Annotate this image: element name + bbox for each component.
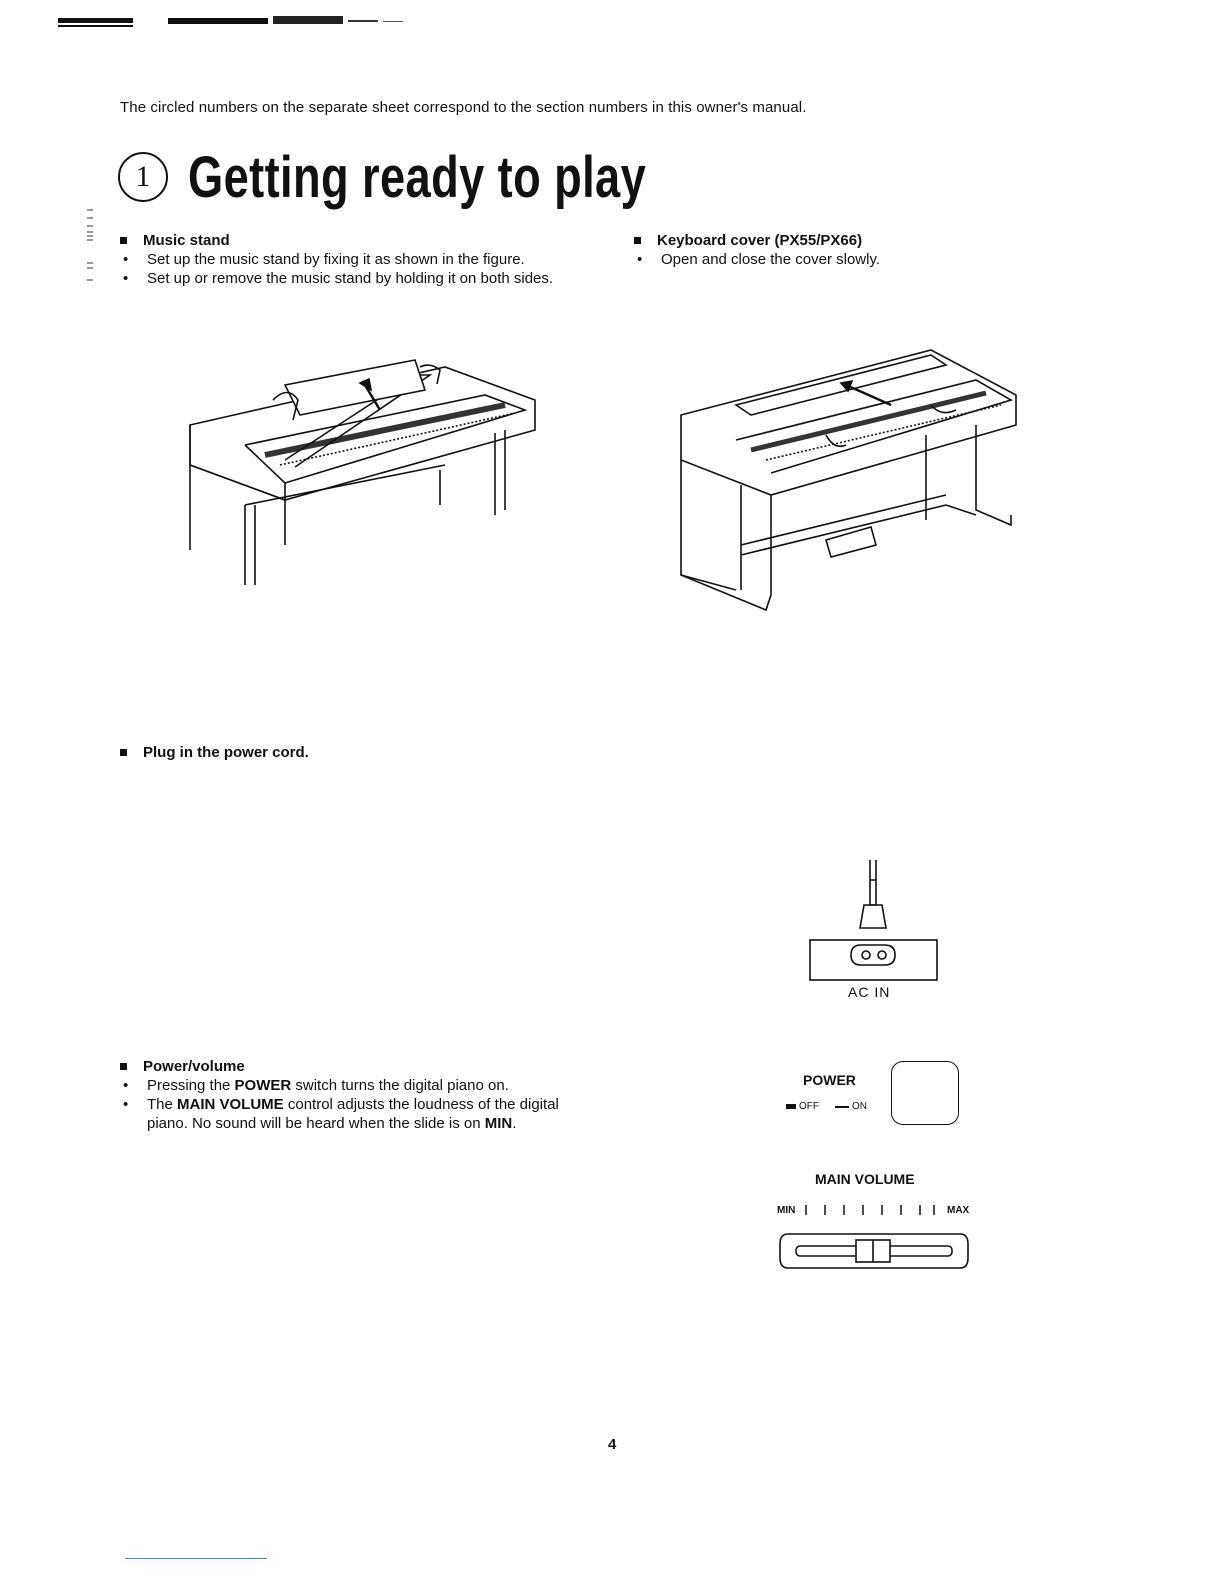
music-stand-section: Music stand • Set up the music stand by … — [120, 231, 600, 288]
volume-min-label: MIN — [777, 1205, 796, 1216]
section-title-text: Getting ready to play — [188, 144, 647, 210]
main-volume-label: MAIN VOLUME — [815, 1171, 915, 1187]
list-item: • Set up or remove the music stand by ho… — [123, 270, 554, 287]
square-bullet-icon — [120, 749, 127, 756]
power-volume-section: Power/volume • Pressing the POWER switch… — [120, 1057, 595, 1133]
header-scan-bar — [58, 14, 403, 28]
section-number: 1 — [118, 152, 168, 202]
volume-scale — [800, 1203, 940, 1222]
square-bullet-icon — [120, 1063, 127, 1070]
music-stand-illustration — [185, 355, 545, 595]
power-state-labels: OFF ON — [786, 1101, 867, 1112]
intro-text: The circled numbers on the separate shee… — [120, 99, 807, 116]
power-button[interactable] — [891, 1061, 959, 1125]
power-cord-heading: Plug in the power cord. — [120, 743, 309, 762]
off-indicator-icon — [786, 1104, 796, 1109]
main-volume-slider[interactable] — [778, 1232, 970, 1275]
list-item: • The MAIN VOLUME control adjusts the lo… — [123, 1096, 559, 1132]
square-bullet-icon — [120, 237, 127, 244]
keyboard-cover-section: Keyboard cover (PX55/PX66) • Open and cl… — [634, 231, 1034, 269]
list-item: • Open and close the cover slowly. — [637, 251, 881, 268]
keyboard-cover-heading: Keyboard cover (PX55/PX66) — [634, 231, 1034, 250]
footer-rule — [125, 1558, 267, 1559]
page-number: 4 — [608, 1436, 617, 1453]
list-item: • Set up the music stand by fixing it as… — [123, 251, 525, 268]
on-indicator-icon — [835, 1105, 849, 1108]
ac-in-label: AC IN — [848, 984, 891, 1000]
power-volume-heading: Power/volume — [120, 1057, 595, 1076]
list-item: • Pressing the POWER switch turns the di… — [123, 1077, 509, 1094]
power-label: POWER — [803, 1072, 856, 1088]
keyboard-cover-illustration — [676, 345, 1021, 630]
volume-max-label: MAX — [947, 1205, 970, 1216]
music-stand-heading: Music stand — [120, 231, 600, 250]
square-bullet-icon — [634, 237, 641, 244]
ac-inlet-illustration — [806, 860, 941, 985]
margin-marks — [86, 208, 94, 293]
section-title: 1 Getting ready to play — [118, 142, 775, 212]
